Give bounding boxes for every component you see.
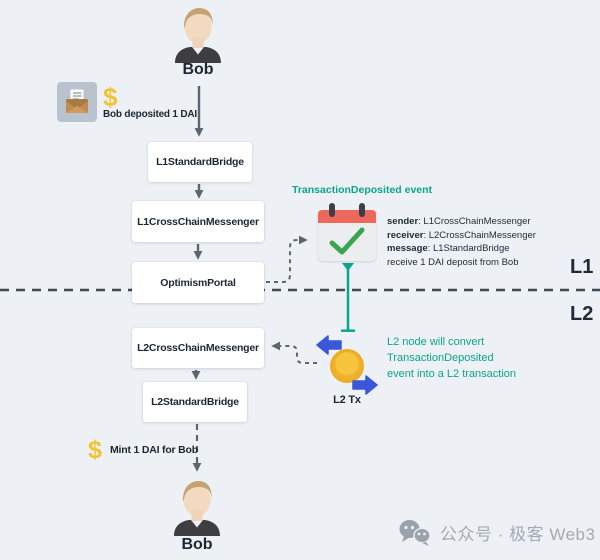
calendar-peg <box>359 203 365 217</box>
event-title: TransactionDeposited event <box>292 184 433 196</box>
hair-shape <box>183 8 213 29</box>
dashed-connector-tx-to-l2messenger <box>271 341 317 364</box>
l2-node-note-line: L2 node will convert <box>387 336 485 348</box>
l2-node-note-line: event into a L2 transaction <box>387 368 517 380</box>
l2-node-note: L2 node will convert TransactionDeposite… <box>387 334 516 382</box>
node-l1-standard-bridge: L1StandardBridge <box>148 142 252 182</box>
event-line-message: message: L1StandardBridge <box>387 243 510 254</box>
blue-arrow-left-icon <box>316 335 342 355</box>
event-details: sender: L1CrossChainMessenger receiver: … <box>387 215 536 269</box>
deposit-envelope-icon <box>57 82 97 122</box>
node-optimism-portal: OptimismPortal <box>132 262 264 303</box>
event-line-message-cont: receive 1 DAI deposit from Bob <box>387 256 519 268</box>
watermark-text: 公众号 · 极客 Web3 <box>440 525 596 544</box>
calendar-peg <box>329 203 335 217</box>
deposit-label: Bob deposited 1 DAI <box>103 109 197 120</box>
mint-dollar-icon: $ <box>88 436 102 464</box>
layer-label-l2: L2 <box>570 303 594 325</box>
actor-bob-bottom-label: Bob <box>181 536 213 553</box>
dashed-connector-portal-to-event <box>266 235 308 283</box>
node-l1-cross-chain-messenger: L1CrossChainMessenger <box>132 201 264 242</box>
mint-label: Mint 1 DAI for Bob <box>110 444 198 456</box>
deposit-dollar-icon: $ <box>103 82 118 112</box>
calendar-header <box>318 210 376 223</box>
node-l2-standard-bridge: L2StandardBridge <box>143 382 247 422</box>
shirt-shape <box>174 520 220 536</box>
l2-tx-label: L2 Tx <box>333 394 361 406</box>
check-mark <box>329 227 365 255</box>
l2-node-note-line: TransactionDeposited <box>387 352 494 364</box>
l2-tx-coin-icon <box>330 349 364 383</box>
event-line-sender: sender: L1CrossChainMessenger <box>387 216 531 227</box>
wechat-icon <box>399 520 431 546</box>
actor-bob-top-label: Bob <box>182 61 214 78</box>
shirt-shape <box>175 47 221 63</box>
blue-arrow-right-icon <box>352 375 378 395</box>
hair-shape <box>182 481 212 502</box>
node-l2-cross-chain-messenger: L2CrossChainMessenger <box>132 328 264 368</box>
layer-label-l1: L1 <box>570 256 594 278</box>
watermark: 公众号 · 极客 Web3 <box>398 519 595 546</box>
bob-avatar-bottom <box>174 481 220 536</box>
calendar-check-icon <box>318 203 376 262</box>
bob-avatar-top <box>175 8 221 63</box>
teal-event-to-tx-connector <box>341 263 355 332</box>
event-line-receiver: receiver: L2CrossChainMessenger <box>387 229 536 241</box>
